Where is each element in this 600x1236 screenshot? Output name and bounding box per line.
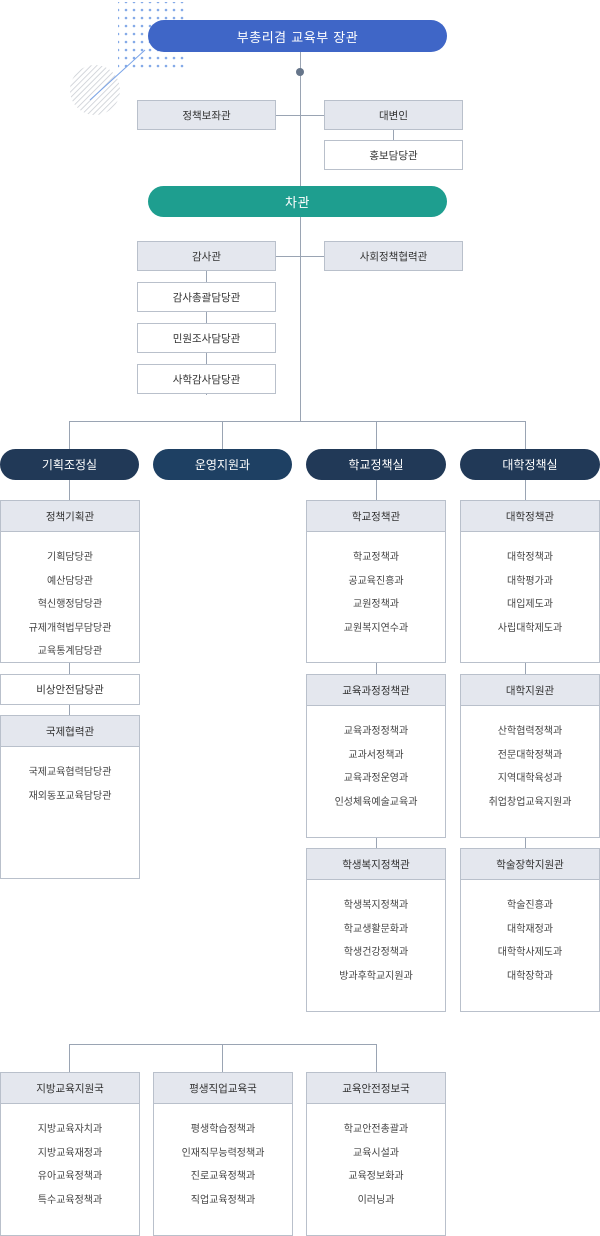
dept-item[interactable]: 학교생활문화과 bbox=[343, 923, 409, 935]
dept-head[interactable]: 대학정책관 bbox=[461, 501, 599, 532]
dept-item[interactable]: 전문대학정책과 bbox=[497, 749, 563, 761]
dept-item[interactable]: 산학협력정책과 bbox=[497, 726, 563, 737]
dept-item[interactable]: 교육통계담당관 bbox=[37, 646, 103, 657]
dept-box: 국제협력관 국제교육협력담당관 재외동포교육담당관 bbox=[0, 715, 140, 879]
bureau-head[interactable]: 지방교육지원국 bbox=[1, 1073, 139, 1104]
dept-item[interactable]: 교육정보화과 bbox=[348, 1171, 404, 1182]
dept-head[interactable]: 학생복지정책관 bbox=[307, 849, 445, 880]
dept-item[interactable]: 방과후학교지원과 bbox=[339, 970, 413, 982]
dept-box: 학생복지정책관 학생복지정책과 학교생활문화과 학생건강정책과 방과후학교지원과 bbox=[306, 848, 446, 1012]
dept-item[interactable]: 학생건강정책과 bbox=[343, 947, 409, 958]
bureau-box: 교육안전정보국 학교안전총괄과 교육시설과 교육정보화과 이러닝과 bbox=[306, 1072, 446, 1236]
dept-item[interactable]: 대입제도과 bbox=[507, 599, 553, 610]
dept-item[interactable]: 학교정책과 bbox=[353, 552, 399, 563]
dept-item[interactable]: 학술진흥과 bbox=[507, 900, 553, 911]
dept-head[interactable]: 정책기획관 bbox=[1, 501, 139, 532]
dept-item[interactable]: 이러닝과 bbox=[357, 1194, 395, 1206]
spokesperson-node[interactable]: 대변인 bbox=[324, 100, 463, 130]
dept-box: 정책기획관 기획담당관 예산담당관 혁신행정담당관 규제개혁법무담당관 교육통계… bbox=[0, 500, 140, 663]
dept-item[interactable]: 교원정책과 bbox=[353, 599, 399, 610]
dept-box: 대학정책관 대학정책과 대학평가과 대입제도과 사립대학제도과 bbox=[460, 500, 600, 663]
dept-item[interactable]: 대학평가과 bbox=[507, 575, 553, 587]
connector-node bbox=[296, 68, 304, 76]
dept-item[interactable]: 교육과정운영과 bbox=[343, 773, 409, 784]
dept-head[interactable]: 국제협력관 bbox=[1, 716, 139, 747]
minister-node[interactable]: 부총리겸 교육부 장관 bbox=[148, 20, 447, 52]
dept-item[interactable]: 유아교육정책과 bbox=[37, 1171, 103, 1182]
dept-item[interactable]: 학교안전총괄과 bbox=[343, 1124, 409, 1135]
dept-item[interactable]: 지방교육자치과 bbox=[37, 1124, 103, 1135]
dept-item[interactable]: 교원복지연수과 bbox=[343, 622, 409, 634]
dept-item[interactable]: 교육과정정책과 bbox=[343, 726, 409, 737]
bureau-box: 평생직업교육국 평생학습정책과 인재직무능력정책과 진로교육정책과 직업교육정책… bbox=[153, 1072, 293, 1236]
social-policy-node[interactable]: 사회정책협력관 bbox=[324, 241, 463, 271]
dept-item[interactable]: 공교육진흥과 bbox=[348, 575, 404, 587]
dept-item[interactable]: 취업창업교육지원과 bbox=[488, 796, 572, 808]
dept-item[interactable]: 재외동포교육담당관 bbox=[28, 790, 112, 802]
emergency-safety-node[interactable]: 비상안전담당관 bbox=[0, 674, 140, 705]
dept-head[interactable]: 대학지원관 bbox=[461, 675, 599, 706]
dept-box: 대학지원관 산학협력정책과 전문대학정책과 지역대학육성과 취업창업교육지원과 bbox=[460, 674, 600, 838]
dept-item[interactable]: 대학재정과 bbox=[507, 923, 553, 935]
audit-sub-node[interactable]: 감사총괄담당관 bbox=[137, 282, 276, 312]
dept-item[interactable]: 국제교육협력담당관 bbox=[28, 767, 112, 778]
dept-item[interactable]: 인성체육예술교육과 bbox=[334, 796, 418, 808]
dept-item[interactable]: 사립대학제도과 bbox=[497, 622, 563, 634]
dept-item[interactable]: 교과서정책과 bbox=[348, 749, 404, 761]
dept-item[interactable]: 대학장학과 bbox=[507, 970, 553, 982]
office-university-policy[interactable]: 대학정책실 bbox=[460, 449, 600, 480]
dept-item[interactable]: 예산담당관 bbox=[47, 575, 93, 587]
dept-item[interactable]: 혁신행정담당관 bbox=[37, 599, 103, 610]
bureau-head[interactable]: 교육안전정보국 bbox=[307, 1073, 445, 1104]
dept-item[interactable]: 인재직무능력정책과 bbox=[181, 1147, 265, 1159]
policy-aide-node[interactable]: 정책보좌관 bbox=[137, 100, 276, 130]
pr-officer-node[interactable]: 홍보담당관 bbox=[324, 140, 463, 170]
office-school-policy[interactable]: 학교정책실 bbox=[306, 449, 446, 480]
dept-item[interactable]: 규제개혁법무담당관 bbox=[28, 622, 112, 634]
dept-item[interactable]: 학생복지정책과 bbox=[343, 900, 409, 911]
dept-item[interactable]: 특수교육정책과 bbox=[37, 1194, 103, 1206]
office-planning[interactable]: 기획조정실 bbox=[0, 449, 139, 480]
bureau-head[interactable]: 평생직업교육국 bbox=[154, 1073, 292, 1104]
dept-item[interactable]: 기획담당관 bbox=[47, 552, 93, 563]
dept-item[interactable]: 지역대학육성과 bbox=[497, 773, 563, 784]
dept-head[interactable]: 학교정책관 bbox=[307, 501, 445, 532]
dept-item[interactable]: 교육시설과 bbox=[353, 1147, 399, 1159]
dept-head[interactable]: 학술장학지원관 bbox=[461, 849, 599, 880]
dept-box: 학술장학지원관 학술진흥과 대학재정과 대학학사제도과 대학장학과 bbox=[460, 848, 600, 1012]
office-operations[interactable]: 운영지원과 bbox=[153, 449, 292, 480]
audit-sub-node[interactable]: 사학감사담당관 bbox=[137, 364, 276, 394]
dept-item[interactable]: 대학정책과 bbox=[507, 552, 553, 563]
dept-item[interactable]: 진로교육정책과 bbox=[190, 1171, 256, 1182]
dept-item[interactable]: 지방교육재정과 bbox=[37, 1147, 103, 1159]
dept-box: 교육과정정책관 교육과정정책과 교과서정책과 교육과정운영과 인성체육예술교육과 bbox=[306, 674, 446, 838]
dept-item[interactable]: 직업교육정책과 bbox=[190, 1194, 256, 1206]
dept-item[interactable]: 평생학습정책과 bbox=[190, 1124, 256, 1135]
vice-minister-node[interactable]: 차관 bbox=[148, 186, 447, 217]
audit-node[interactable]: 감사관 bbox=[137, 241, 276, 271]
bureau-box: 지방교육지원국 지방교육자치과 지방교육재정과 유아교육정책과 특수교육정책과 bbox=[0, 1072, 140, 1236]
dept-box: 학교정책관 학교정책과 공교육진흥과 교원정책과 교원복지연수과 bbox=[306, 500, 446, 663]
dept-item[interactable]: 대학학사제도과 bbox=[497, 947, 563, 958]
dept-head[interactable]: 교육과정정책관 bbox=[307, 675, 445, 706]
audit-sub-node[interactable]: 민원조사담당관 bbox=[137, 323, 276, 353]
